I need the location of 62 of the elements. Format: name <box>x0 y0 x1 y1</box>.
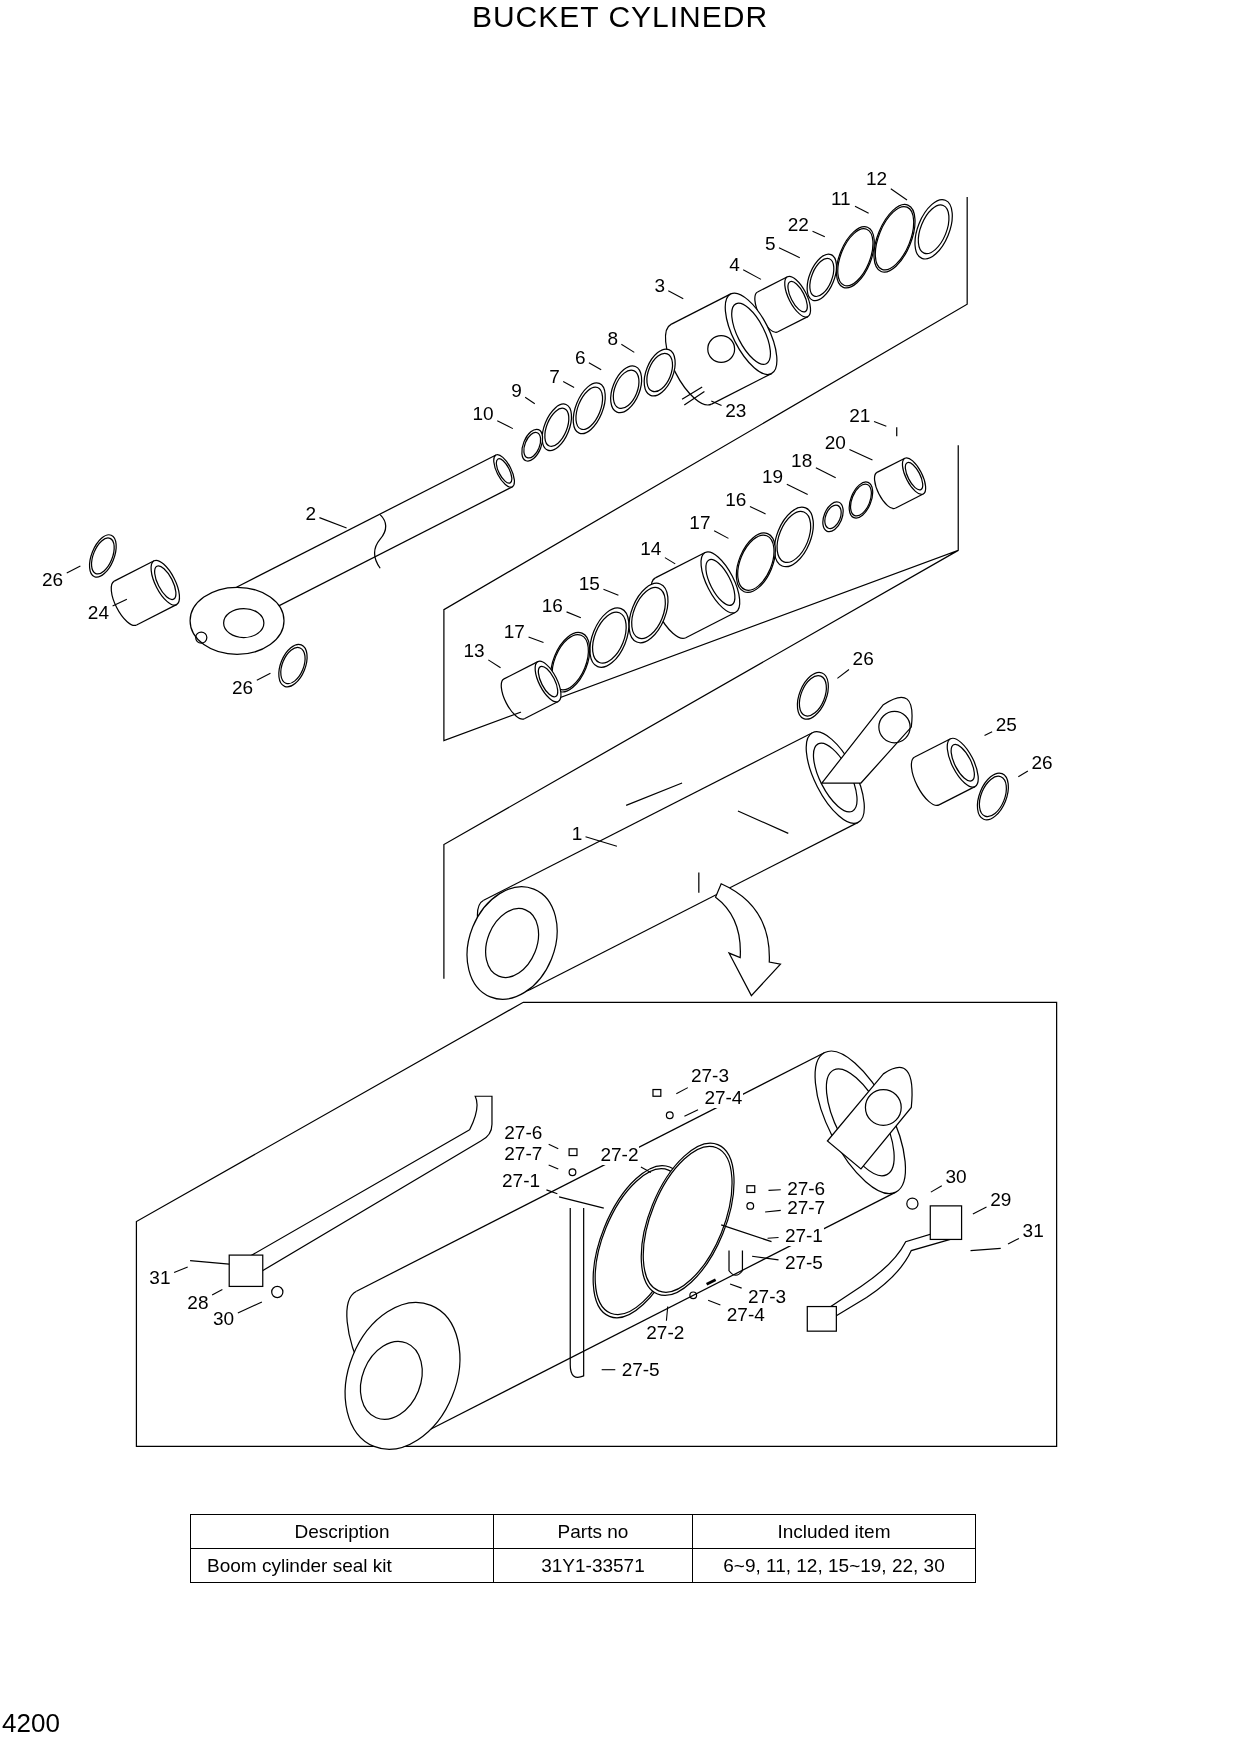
leader-line <box>764 1209 782 1213</box>
leader-line <box>528 636 545 644</box>
leader-line <box>66 565 81 574</box>
leader-line <box>664 557 676 565</box>
leader-line <box>173 1266 189 1273</box>
table-cell: 31Y1-33571 <box>493 1548 693 1583</box>
leader-line <box>890 188 908 201</box>
leader-line <box>496 420 514 430</box>
page-number: 4200 <box>2 1708 60 1739</box>
leader-line <box>588 362 602 371</box>
leader-line <box>601 1369 616 1371</box>
leader-line <box>1017 770 1029 778</box>
title: BUCKET CYLINEDR <box>471 0 769 33</box>
leader-line <box>667 290 684 300</box>
leader-line <box>707 1299 721 1306</box>
column-header: Included item <box>692 1514 976 1549</box>
leader-line <box>256 672 271 681</box>
leader-line <box>620 343 635 353</box>
leader-line <box>930 1185 943 1193</box>
leader-line <box>237 1301 263 1314</box>
leader-line <box>848 448 873 461</box>
callout-number: 27-2 <box>599 1145 640 1165</box>
leader-line <box>767 1236 780 1239</box>
leader-line <box>675 1087 689 1095</box>
leader-line <box>562 380 575 388</box>
leader-line <box>112 598 128 607</box>
leader-line <box>602 588 619 596</box>
leader-line <box>710 400 723 406</box>
leader-line <box>640 1166 652 1174</box>
leader-line <box>815 467 837 479</box>
leader-line <box>742 269 762 280</box>
leader-line <box>972 1206 988 1215</box>
column-header: Description <box>190 1514 494 1549</box>
leader-line <box>854 205 870 214</box>
leader-line <box>211 1288 223 1296</box>
leader-line <box>786 483 809 496</box>
leader-line <box>767 1189 782 1191</box>
column-header: Parts no <box>493 1514 693 1549</box>
leader-line <box>548 1143 559 1150</box>
leader-line <box>713 530 729 539</box>
leader-line <box>984 731 993 736</box>
leader-line <box>585 836 618 847</box>
leader-line <box>729 1283 743 1289</box>
leader-line <box>812 230 826 238</box>
leader-line <box>751 1255 780 1261</box>
leader-line <box>487 659 502 669</box>
leader-line <box>665 1306 669 1322</box>
leader-line <box>318 517 348 529</box>
leader-line <box>873 420 887 427</box>
leader-line <box>524 396 536 405</box>
table-cell: Boom cylinder seal kit <box>190 1548 494 1583</box>
leader-line <box>749 505 767 515</box>
leader-line <box>683 1109 699 1117</box>
callout-number: 27-4 <box>703 1088 744 1108</box>
table-cell: 6~9, 11, 12, 15~19, 22, 30 <box>692 1548 976 1583</box>
leader-line <box>548 1164 559 1170</box>
leader-line <box>1007 1237 1020 1245</box>
leader-line <box>778 247 801 259</box>
leader-line <box>836 668 850 679</box>
leader-line <box>545 1189 558 1195</box>
callout-number: 27-1 <box>783 1225 824 1246</box>
leader-line <box>566 611 582 619</box>
